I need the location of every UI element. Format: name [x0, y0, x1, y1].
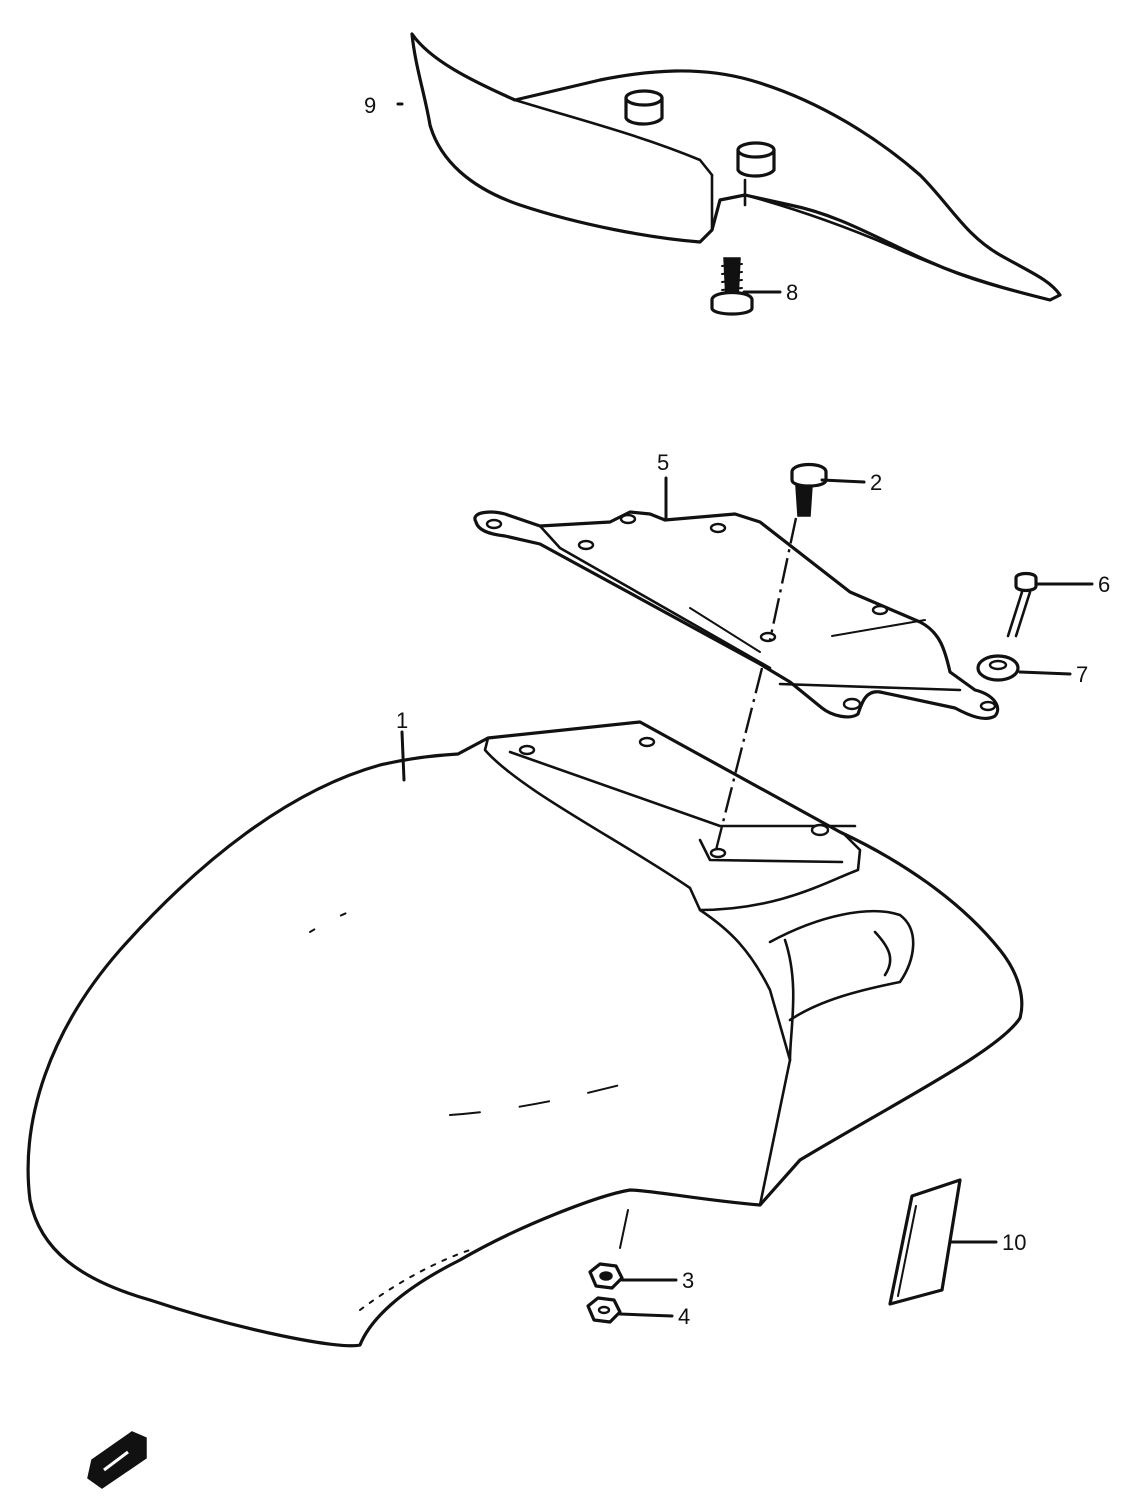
callout-5: 5 — [657, 450, 669, 475]
nut-3 — [588, 1262, 624, 1290]
callout-1: 1 — [396, 708, 408, 733]
front-fender-1 — [26, 720, 1024, 1348]
leader-2 — [820, 478, 866, 484]
rear-fender-extension — [410, 32, 1062, 302]
plate-10 — [888, 1178, 962, 1306]
washer-7 — [976, 654, 1020, 682]
nut-4 — [586, 1296, 622, 1324]
callout-4: 4 — [678, 1304, 690, 1329]
leader-1 — [400, 730, 406, 782]
callout-8: 8 — [786, 280, 798, 305]
callout-2: 2 — [870, 470, 882, 495]
callout-10: 10 — [1002, 1230, 1026, 1255]
callout-3: 3 — [682, 1268, 694, 1293]
bolt-6 — [1006, 571, 1038, 638]
screw-8 — [710, 257, 754, 316]
assembly-line-1 — [714, 667, 764, 851]
callout-6: 6 — [1098, 572, 1110, 597]
assembly-line-2 — [768, 517, 798, 641]
leader-7 — [1018, 670, 1072, 676]
screw-2 — [790, 462, 828, 517]
bracket-plate-5 — [473, 510, 1000, 721]
assembly-line-3 — [619, 1209, 629, 1249]
callout-7: 7 — [1076, 662, 1088, 687]
front-arrow-icon — [87, 1431, 147, 1489]
leader-4 — [618, 1312, 674, 1318]
callout-9: 9 — [364, 93, 376, 118]
